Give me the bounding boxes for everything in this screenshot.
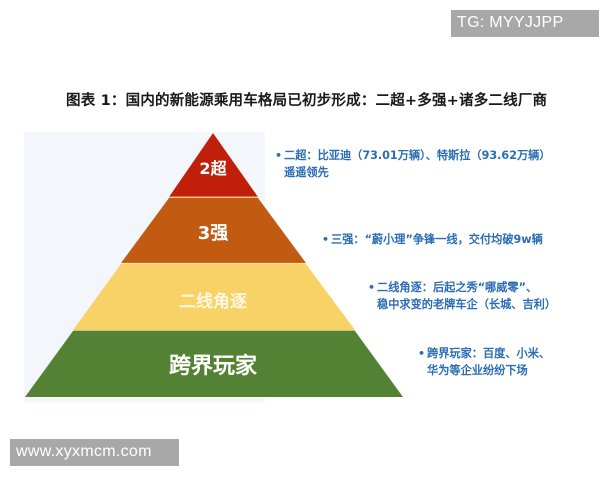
pyramid-tier-1 [169,133,258,197]
watermark-top-right: TG: MYYJJPP [451,10,599,37]
note-line: 华为等企业纷纷下场 [427,364,528,377]
pyramid-tier-4 [25,331,403,397]
note-line: 跨界玩家：百度、小米、 [427,347,551,360]
tier-label-3-strong: 3强 [197,223,229,244]
watermark-bottom-left: www.xyxmcm.com [10,439,179,466]
bullet-icon: • [418,347,426,360]
pyramid-tier-2 [121,198,306,263]
bullet-icon: • [322,233,330,246]
note-second-tier: •二线角逐：后起之秀“哪威零”、 稳中求变的老牌车企（长城、吉利） [368,279,556,313]
note-line: 稳中求变的老牌车企（长城、吉利） [377,298,557,311]
note-line: 二超：比亚迪（73.01万辆）、特斯拉（93.62万辆） [284,149,551,162]
note-three-strong: •三强：“蔚小理”争锋一线，交付均破9w辆 [322,231,543,248]
note-two-super: •二超：比亚迪（73.01万辆）、特斯拉（93.62万辆） 遥遥领先 [275,147,551,181]
chart-title: 图表 1：国内的新能源乘用车格局已初步形成：二超+多强+诸多二线厂商 [66,93,548,109]
tier-label-2-super: 2超 [199,159,227,178]
tier-label-crossover-players: 跨界玩家 [168,354,258,379]
note-crossover-players: •跨界玩家：百度、小米、 华为等企业纷纷下场 [418,345,550,379]
note-line: 三强：“蔚小理”争锋一线，交付均破9w辆 [331,233,543,246]
note-line: 遥遥领先 [284,166,329,179]
tier-label-second-tier: 二线角逐 [179,292,247,312]
bullet-icon: • [275,149,283,162]
note-line: 二线角逐：后起之秀“哪威零”、 [377,281,538,294]
bullet-icon: • [368,281,376,294]
pyramid-tier-3 [73,264,355,330]
